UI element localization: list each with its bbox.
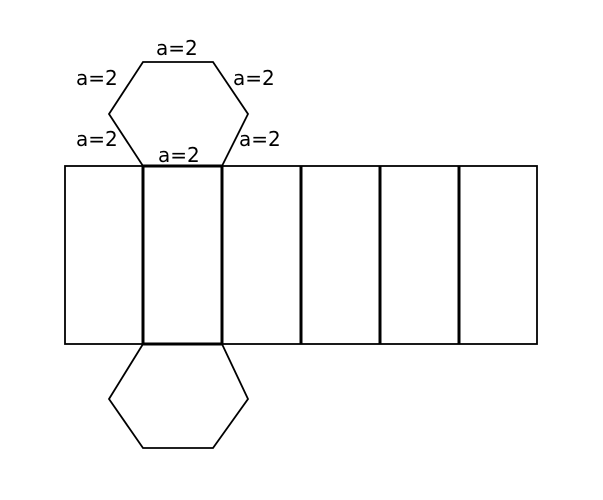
label-upper-right-edge: a=2 [233, 66, 275, 90]
label-lower-left-edge: a=2 [76, 127, 118, 151]
label-top-edge: a=2 [156, 36, 198, 60]
label-upper-left-edge: a=2 [76, 66, 118, 90]
label-bottom-edge: a=2 [158, 143, 200, 167]
bottom-hexagon-face [107, 343, 250, 449]
label-lower-right-edge: a=2 [239, 127, 281, 151]
